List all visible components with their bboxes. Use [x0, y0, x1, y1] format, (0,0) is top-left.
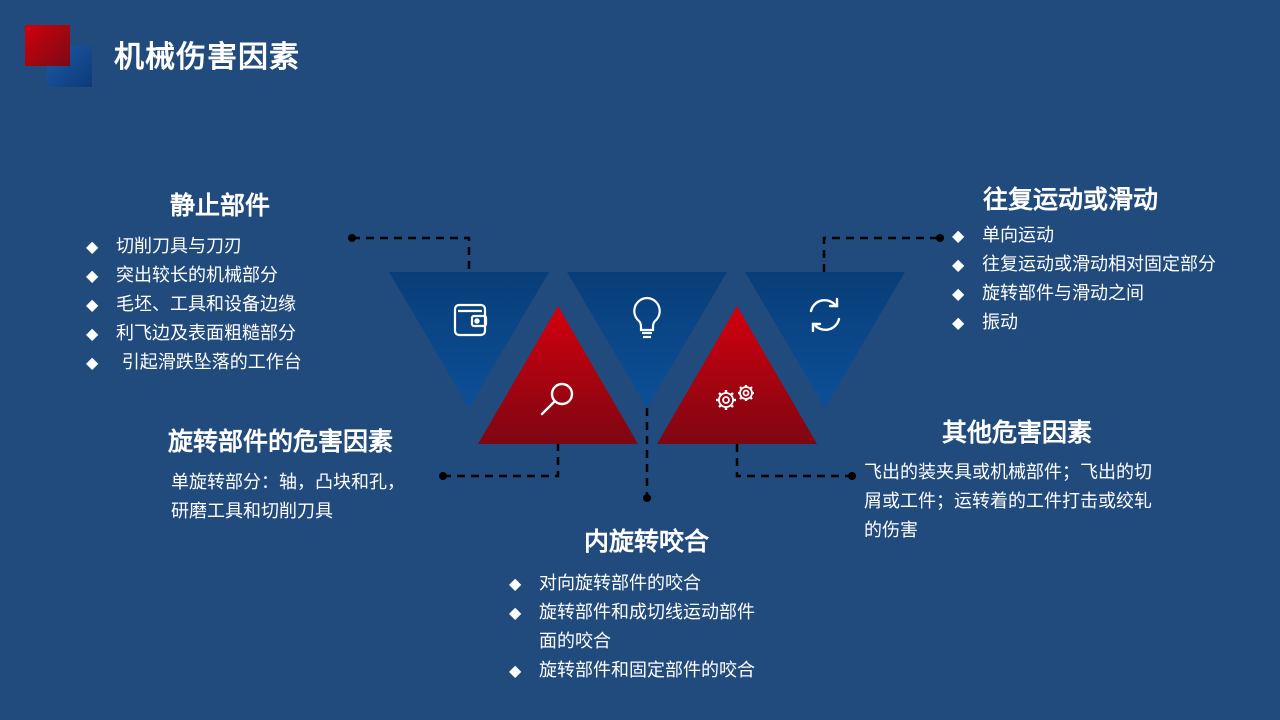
inner-bite-list: ◆对向旋转部件的咬合 ◆旋转部件和成切线运动部件 面的咬合 ◆旋转部件和固定部件…	[509, 569, 755, 685]
diamond-bullet-icon: ◆	[86, 324, 99, 343]
connector-lines	[352, 236, 940, 498]
refresh-icon	[809, 297, 841, 333]
diamond-bullet-icon: ◆	[952, 313, 965, 332]
diamond-bullet-icon: ◆	[509, 661, 522, 680]
static-parts-heading: 静止部件	[170, 191, 271, 220]
gears-icon	[716, 385, 754, 410]
triangle-blue-3	[745, 272, 905, 408]
reciprocating-list: ◆单向运动 ◆往复运动或滑动相对固定部分 ◆旋转部件与滑动之间 ◆振动	[952, 221, 1216, 337]
list-item: ◆利飞边及表面粗糙部分	[86, 319, 302, 348]
list-item: ◆对向旋转部件的咬合	[509, 569, 755, 598]
list-item: ◆ 引起滑跌坠落的工作台	[86, 348, 302, 377]
diamond-bullet-icon: ◆	[952, 255, 965, 274]
diamond-bullet-icon: ◆	[952, 226, 965, 245]
diamond-bullet-icon: ◆	[86, 295, 99, 314]
triangle-blue-2	[567, 272, 727, 408]
list-item: ◆毛坯、工具和设备边缘	[86, 290, 302, 319]
triangle-red-2	[657, 306, 817, 444]
wallet-icon	[453, 303, 488, 337]
connector-other	[735, 444, 852, 478]
list-item: ◆旋转部件和成切线运动部件	[509, 598, 755, 627]
list-item: ◆切削刀具与刀刃	[86, 232, 302, 261]
page-title: 机械伤害因素	[114, 40, 300, 75]
list-item: ◆振动	[952, 308, 1216, 337]
diamond-bullet-icon: ◆	[952, 284, 965, 303]
diamond-bullet-icon: ◆	[86, 237, 99, 256]
list-item: ◆往复运动或滑动相对固定部分	[952, 250, 1216, 279]
triangle-blue-1	[389, 272, 549, 408]
rotating-parts-heading: 旋转部件的危害因素	[168, 427, 394, 456]
static-parts-list: ◆切削刀具与刀刃 ◆突出较长的机械部分 ◆毛坯、工具和设备边缘 ◆利飞边及表面粗…	[86, 232, 302, 377]
list-item: ◆旋转部件和固定部件的咬合	[509, 656, 755, 685]
logo-red-square	[25, 25, 70, 66]
list-item: ◆单向运动	[952, 221, 1216, 250]
diamond-bullet-icon: ◆	[86, 353, 99, 372]
list-item: ◆旋转部件与滑动之间	[952, 279, 1216, 308]
list-item: 面的咬合	[539, 631, 611, 652]
reciprocating-heading: 往复运动或滑动	[983, 185, 1159, 214]
diamond-bullet-icon: ◆	[509, 574, 522, 593]
triangle-red-1	[478, 306, 638, 444]
connector-reciprocating	[822, 236, 940, 272]
inner-bite-heading: 内旋转咬合	[584, 527, 710, 556]
lightbulb-icon	[633, 296, 661, 339]
list-item: ◆突出较长的机械部分	[86, 261, 302, 290]
other-hazards-heading: 其他危害因素	[942, 418, 1093, 447]
diamond-bullet-icon: ◆	[86, 266, 99, 285]
search-icon	[540, 382, 574, 416]
rotating-parts-text: 单旋转部分：轴，凸块和孔， 研磨工具和切削刀具	[171, 472, 405, 522]
connector-rotating	[443, 444, 560, 478]
other-hazards-text: 飞出的装夹具或机械部件；飞出的切 屑或工件；运转着的工件打击或绞轧 的伤害	[864, 462, 1152, 541]
connector-static	[352, 236, 471, 272]
diamond-bullet-icon: ◆	[509, 603, 522, 622]
